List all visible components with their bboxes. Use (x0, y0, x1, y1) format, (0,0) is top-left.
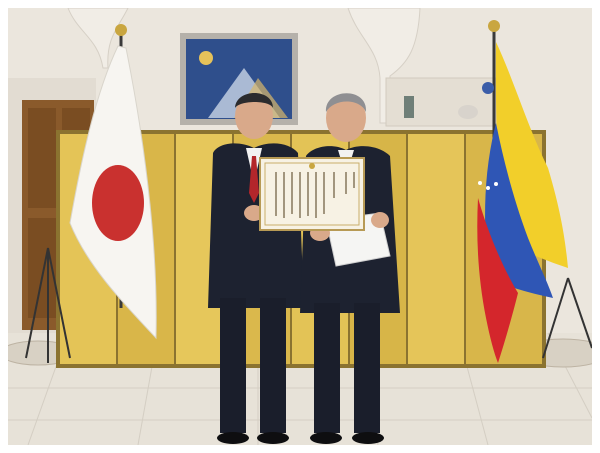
person-right (300, 93, 400, 444)
wall-molding (347, 8, 421, 124)
vase (404, 96, 414, 118)
certificate-icon (259, 157, 365, 231)
wall-niche (385, 77, 497, 127)
bowl (458, 105, 478, 119)
photo (8, 8, 592, 445)
wall-molding-left (67, 8, 129, 69)
photo-scene (8, 8, 592, 445)
japan-flag-icon (25, 24, 157, 363)
venezuela-flag-icon (477, 20, 592, 363)
